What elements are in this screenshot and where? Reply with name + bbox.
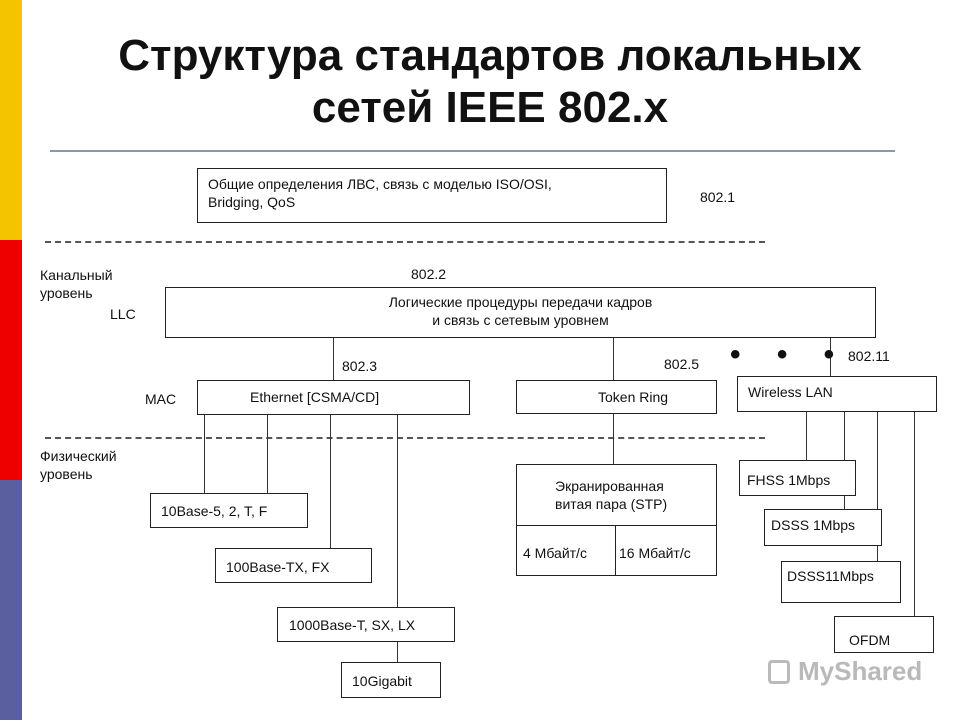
box-1000base: 1000Base-T, SX, LX xyxy=(277,607,455,642)
std-802-3: 802.3 xyxy=(342,358,378,374)
connector-1000base-10gigabit xyxy=(397,642,398,662)
mac-label: MAC xyxy=(145,391,177,407)
watermark-logo-icon xyxy=(768,660,790,684)
stp-divider-horizontal xyxy=(517,525,716,526)
stp-divider-vertical xyxy=(615,525,616,575)
box-dsss-1: DSSS 1Mbps xyxy=(764,509,882,546)
std-802-2: 802.2 xyxy=(411,266,447,282)
box-10gigabit: 10Gigabit xyxy=(341,662,441,698)
stripe-yellow xyxy=(0,0,22,240)
ethernet-box: Ethernet [CSMA/CD] xyxy=(197,380,470,415)
general-definitions-box: Общие определения ЛВС, связь с моделью I… xyxy=(197,168,667,223)
stp-speed-4: 4 Мбайт/с xyxy=(523,545,587,561)
std-802-11: 802.11 xyxy=(848,348,890,364)
connector-eth-1000base xyxy=(397,415,398,608)
box-dsss-11: DSSS11Mbps xyxy=(781,561,901,603)
connector-token-ring-stp xyxy=(613,414,614,464)
separator-top xyxy=(45,241,765,243)
stp-speed-16: 16 Мбайт/с xyxy=(619,545,691,561)
box-fhss: FHSS 1Mbps xyxy=(739,460,856,496)
connector-llc-wireless xyxy=(830,338,831,376)
watermark-text: MyShared xyxy=(798,656,923,686)
token-ring-box: Token Ring xyxy=(516,380,717,414)
page-title: Структура стандартов локальных сетей IEE… xyxy=(40,30,940,134)
stp-box: Экранированная витая пара (STP) 4 Мбайт/… xyxy=(516,464,717,576)
ellipsis-more-standards: • • • xyxy=(730,338,849,371)
connector-eth-10base xyxy=(204,415,205,493)
box-10base: 10Base-5, 2, T, F xyxy=(150,493,308,528)
llc-box: Логические процедуры передачи кадров и с… xyxy=(165,287,876,338)
title-line-2: сетей IEEE 802.x xyxy=(311,83,669,132)
std-802-5: 802.5 xyxy=(664,356,700,372)
box-100base: 100Base-TX, FX xyxy=(215,548,372,583)
connector-wlan-fhss xyxy=(806,412,807,460)
stripe-blue xyxy=(0,480,22,720)
data-link-level-label: Канальный уровень xyxy=(40,267,113,301)
title-underline xyxy=(50,150,895,152)
connector-wlan-ofdm xyxy=(914,412,915,616)
llc-label: LLC xyxy=(110,306,136,322)
std-802-1: 802.1 xyxy=(700,189,736,205)
connector-eth-100base xyxy=(330,415,331,548)
connector-llc-token-ring xyxy=(613,338,614,380)
wireless-lan-box: Wireless LAN xyxy=(737,376,937,412)
connector-eth-10base-b xyxy=(267,415,268,493)
stripe-red xyxy=(0,240,22,480)
physical-level-label: Физический уровень xyxy=(40,448,117,482)
connector-llc-ethernet xyxy=(333,338,334,380)
stp-label: Экранированная витая пара (STP) xyxy=(555,478,668,512)
connector-wlan-dsss11 xyxy=(877,412,878,561)
title-line-1: Структура стандартов локальных xyxy=(118,31,862,80)
separator-bottom xyxy=(45,437,765,439)
box-ofdm: OFDM xyxy=(834,616,934,653)
